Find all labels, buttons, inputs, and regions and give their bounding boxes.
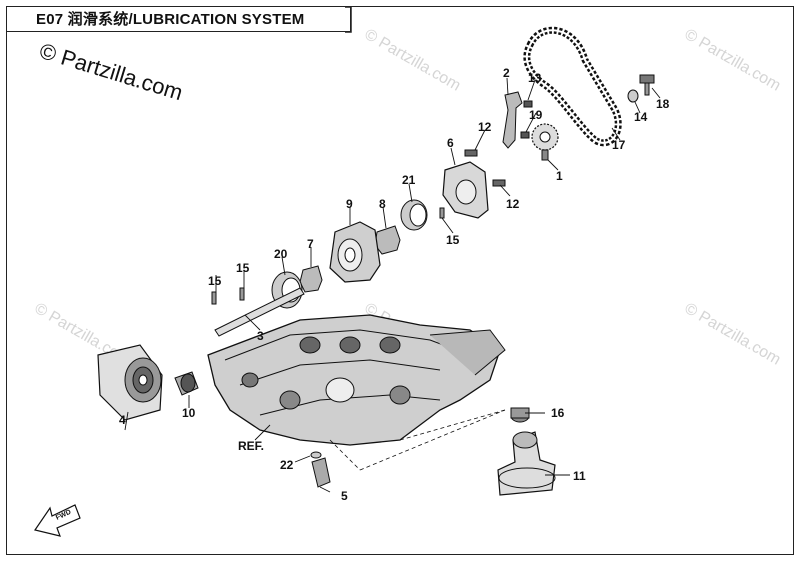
callout-5: 5 xyxy=(341,489,348,503)
callout-20: 20 xyxy=(274,247,288,261)
timing-chain xyxy=(523,26,622,147)
bolt-18 xyxy=(639,74,655,96)
oil-strainer xyxy=(497,431,556,496)
chain-guide-bracket xyxy=(502,91,523,149)
oil-filter xyxy=(97,344,163,421)
title-tab xyxy=(345,6,352,33)
callout-13: 13 xyxy=(528,71,542,85)
callout-1: 1 xyxy=(556,169,563,183)
callout-2: 2 xyxy=(503,66,510,80)
bolt-19 xyxy=(520,131,530,139)
callout-15-left-a: 15 xyxy=(208,274,222,288)
oil-pump-cover xyxy=(442,161,489,219)
crankcase-reference xyxy=(207,314,506,446)
callout-19: 19 xyxy=(529,108,543,122)
inner-rotor-7 xyxy=(299,265,323,293)
callout-18: 18 xyxy=(656,97,670,111)
callout-10: 10 xyxy=(182,406,196,420)
pin-15-pump xyxy=(439,207,445,219)
strainer-seal xyxy=(510,407,530,423)
diagram-frame xyxy=(6,6,794,555)
oil-pressure-switch xyxy=(311,457,331,488)
callout-12-lower: 12 xyxy=(506,197,520,211)
ref-label: REF. xyxy=(238,439,264,453)
washer-14 xyxy=(627,89,639,103)
callout-9: 9 xyxy=(346,197,353,211)
bolt-13 xyxy=(523,100,533,108)
filter-bolt xyxy=(174,371,199,396)
callout-11: 11 xyxy=(573,469,586,483)
page-title: E07 润滑系统/LUBRICATION SYSTEM xyxy=(36,11,305,28)
callout-12-upper: 12 xyxy=(478,120,492,134)
callout-7: 7 xyxy=(307,237,314,251)
pin-15-left-a xyxy=(211,291,217,305)
fwd-arrow-icon: FWD xyxy=(34,504,81,537)
title-box xyxy=(6,6,351,32)
callout-6: 6 xyxy=(447,136,454,150)
inner-rotor-8 xyxy=(374,225,401,255)
callout-21: 21 xyxy=(402,173,416,187)
callout-22: 22 xyxy=(280,458,294,472)
bolt-12-lower xyxy=(492,179,506,187)
reference-lines xyxy=(329,409,506,471)
callout-15-left-b: 15 xyxy=(236,261,250,275)
callout-17: 17 xyxy=(612,138,626,152)
pump-shaft xyxy=(214,287,305,337)
oil-pump-sprocket xyxy=(531,123,559,161)
callout-8: 8 xyxy=(379,197,386,211)
pin-15-left-b xyxy=(239,287,245,301)
callout-14: 14 xyxy=(634,110,648,124)
leader-lines xyxy=(124,77,661,493)
outer-rotor-21 xyxy=(400,199,428,231)
callout-4: 4 xyxy=(119,413,126,427)
callout-16: 16 xyxy=(551,406,565,420)
o-ring-22 xyxy=(310,451,322,459)
callout-3: 3 xyxy=(257,329,264,343)
callout-15-pump: 15 xyxy=(446,233,460,247)
bolt-12-upper xyxy=(464,149,478,157)
oil-pump-body xyxy=(329,221,381,283)
